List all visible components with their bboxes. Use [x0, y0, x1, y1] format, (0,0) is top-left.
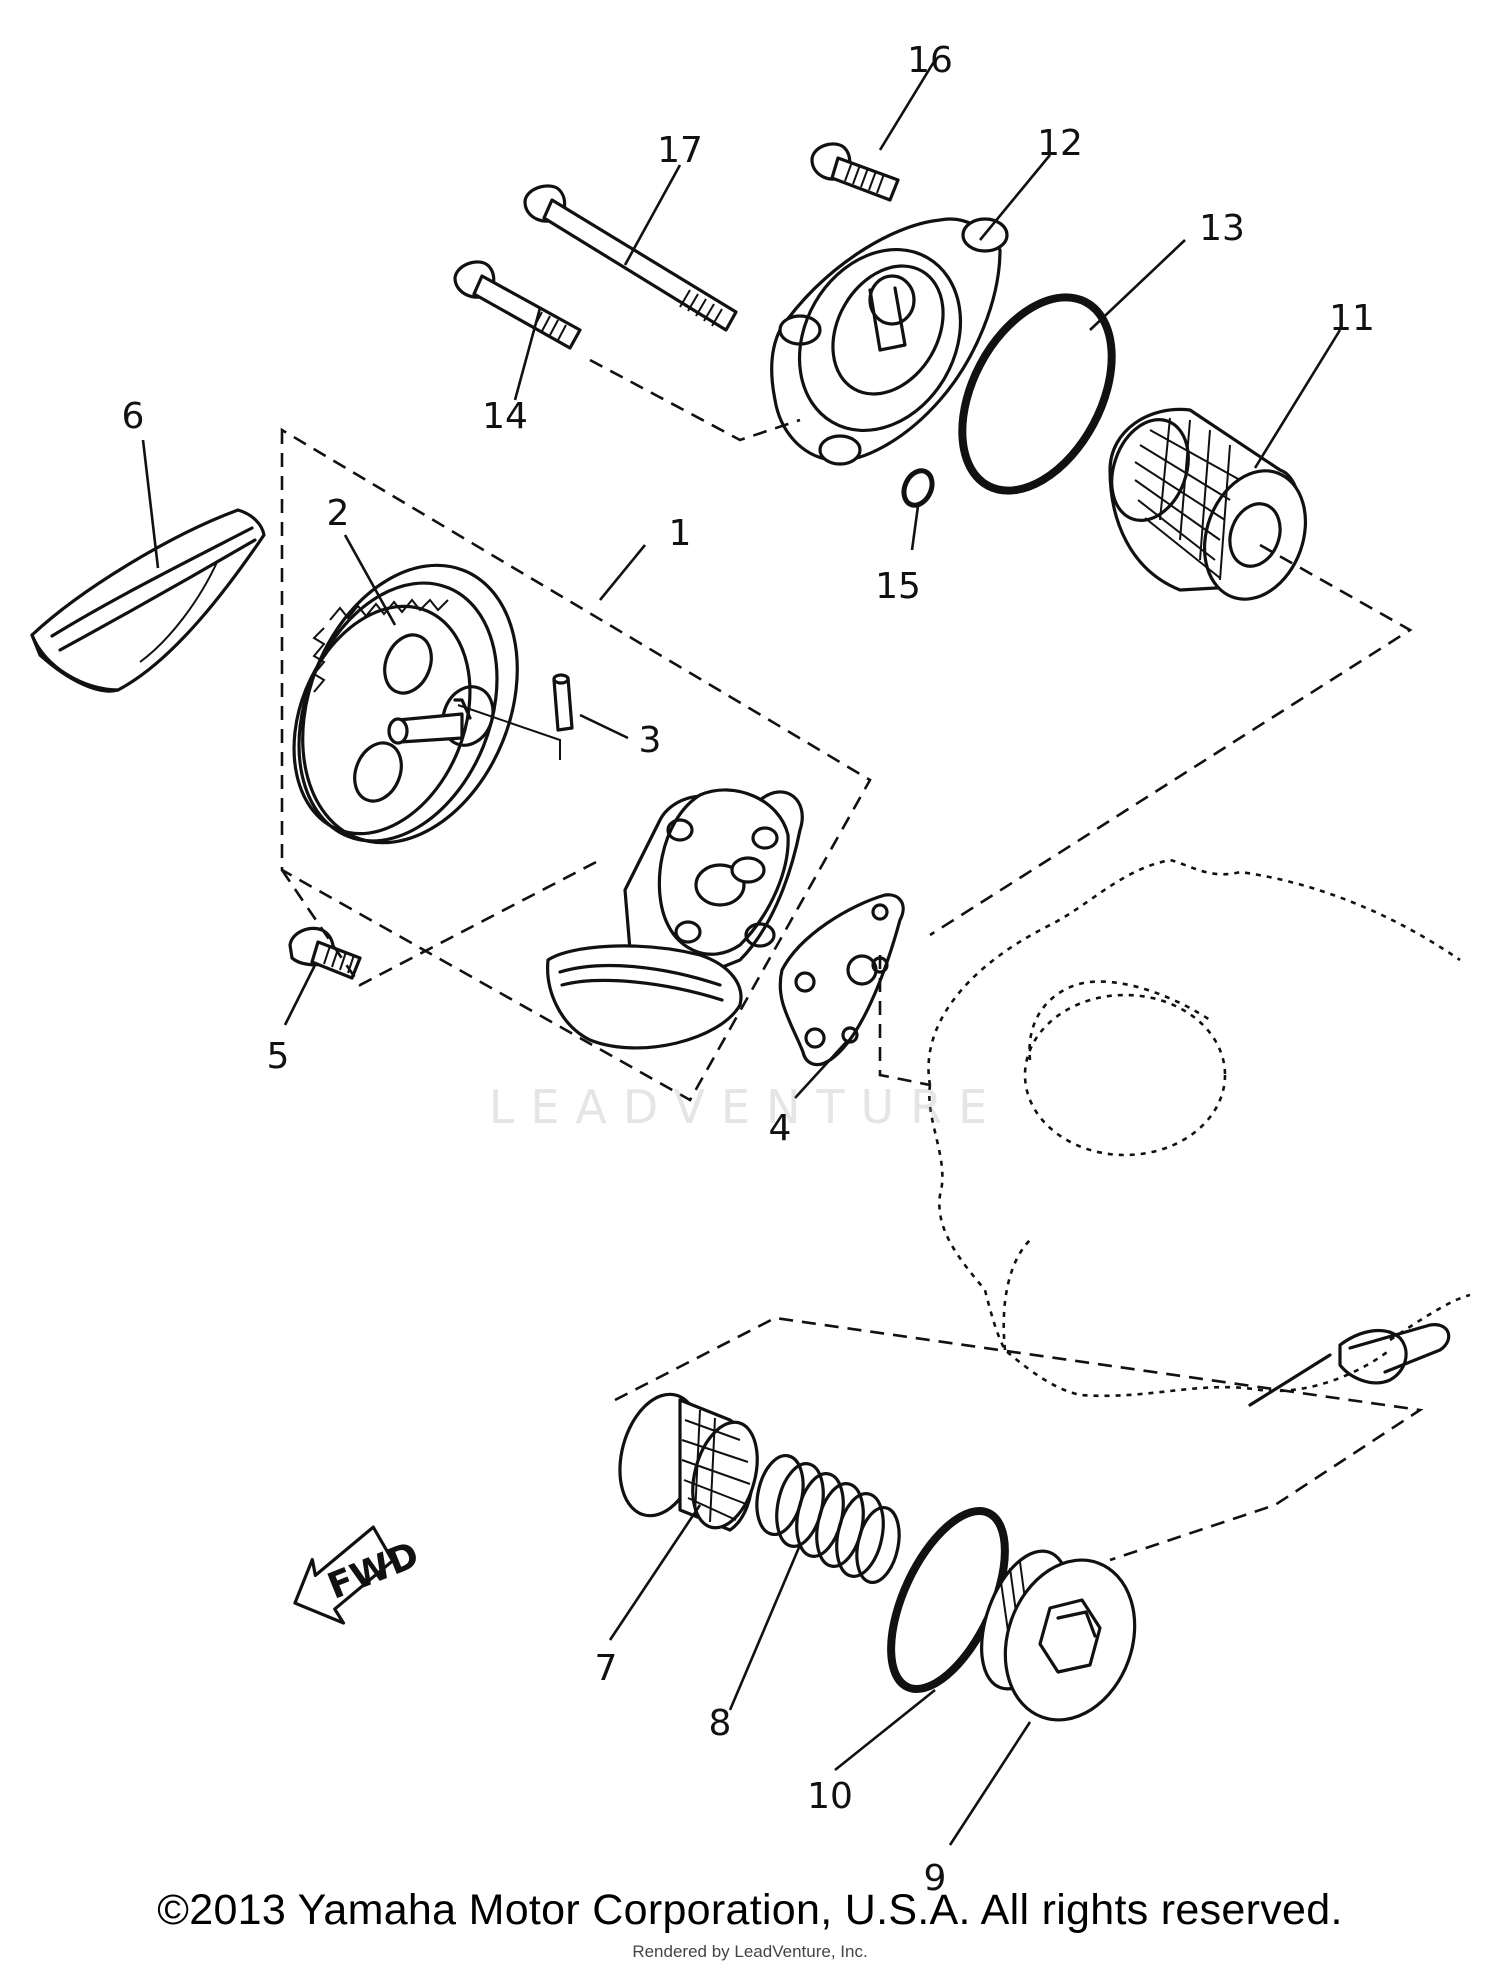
dashed-guide-lines: [280, 358, 1424, 1562]
crankcase-outline-drawing: [927, 858, 1471, 1407]
callout-2: 2: [327, 493, 350, 534]
leader-lines: [141, 59, 1342, 1846]
callout-13: 13: [1199, 208, 1245, 249]
callout-15: 15: [875, 566, 921, 607]
part-7-strainer-drawing: [618, 1392, 759, 1532]
callout-8: 8: [709, 1703, 732, 1744]
callout-16: 16: [907, 40, 953, 81]
part-4-gasket-drawing: [778, 893, 905, 1067]
callout-6: 6: [122, 396, 145, 437]
callout-12: 12: [1037, 123, 1083, 164]
part-11-oil-filter-drawing: [1108, 407, 1308, 601]
part-14-bolt-drawing: [453, 260, 582, 350]
copyright-notice: ©2013 Yamaha Motor Corporation, U.S.A. A…: [157, 1886, 1343, 1934]
part-6-pump-cover-drawing: [30, 508, 266, 693]
callout-7: 7: [595, 1648, 618, 1689]
callout-9: 9: [924, 1858, 947, 1899]
callout-10: 10: [807, 1776, 853, 1817]
part-2-oil-pump-gear-drawing: [292, 563, 519, 845]
fwd-direction-arrow: FWD: [293, 1525, 425, 1625]
callout-14: 14: [482, 396, 528, 437]
part-17-long-bolt-drawing: [523, 184, 738, 332]
part-3-pin-drawing: [552, 673, 574, 732]
part-9-drain-plug-drawing: [980, 1549, 1137, 1722]
rendered-by-credit: Rendered by LeadVenture, Inc.: [632, 1942, 868, 1961]
callout-1: 1: [669, 513, 692, 554]
callout-3: 3: [639, 720, 662, 761]
part-12-filter-cover-drawing: [770, 217, 1009, 466]
part-13-o-ring-large-drawing: [958, 293, 1116, 495]
part-16-bolt-drawing: [810, 142, 900, 202]
callout-labels: 1 2 3 4 5 6 7 8 9 10 11 12 13 14 15 16 1…: [122, 40, 1375, 1899]
callout-11: 11: [1329, 298, 1375, 339]
part-15-o-ring-small-drawing: [901, 468, 935, 508]
callout-4: 4: [769, 1108, 792, 1149]
callout-5: 5: [267, 1036, 290, 1077]
callout-17: 17: [657, 130, 703, 171]
part-8-spring-drawing: [755, 1454, 901, 1585]
part-1-oil-pump-assembly-drawing: [546, 788, 804, 1050]
